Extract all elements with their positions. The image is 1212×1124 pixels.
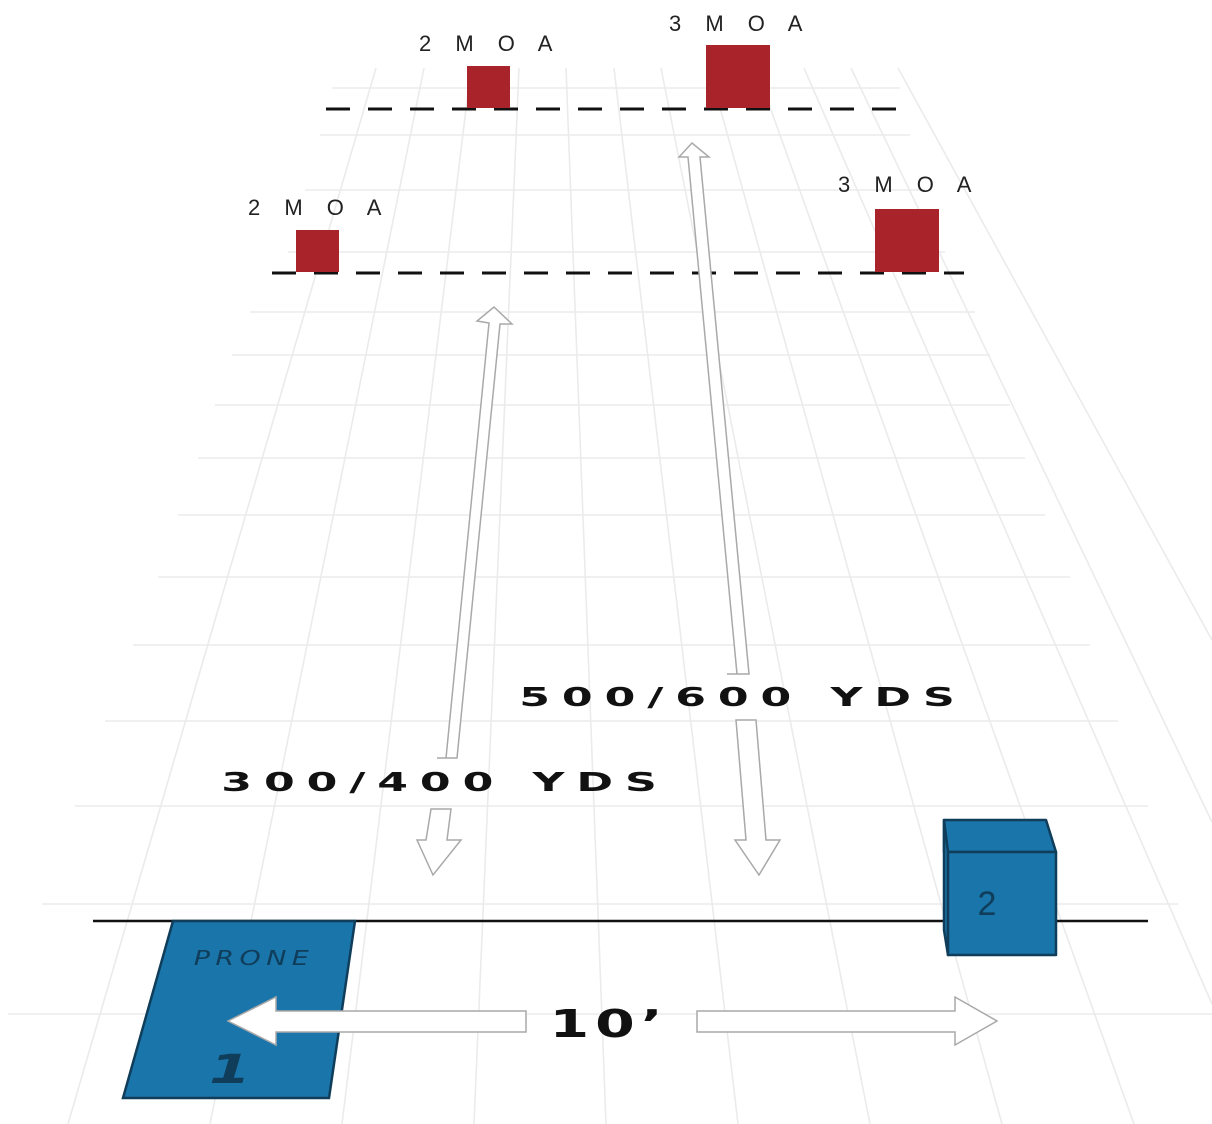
- target-far-2moa: [467, 66, 510, 108]
- target-far-3moa: [706, 45, 770, 108]
- arrow-down-far: [733, 719, 782, 877]
- far-distance-label: 500/600 YDS: [519, 682, 966, 713]
- arrow-down-near: [415, 808, 463, 877]
- position-2-box: 2: [942, 818, 1058, 957]
- target-near-right-label: 3 M O A: [838, 172, 980, 197]
- near-distance-label: 300/400 YDS: [221, 767, 668, 798]
- position-2-number: 2: [978, 885, 997, 923]
- prone-label: PRONE: [194, 946, 315, 970]
- arrow-right: [696, 995, 999, 1047]
- position-1-prone-mat: PRONE 1: [121, 919, 357, 1100]
- target-near-2moa: [296, 230, 339, 272]
- position-1-number: 1: [209, 1047, 251, 1093]
- arrow-left: [226, 995, 527, 1047]
- distance-arrows: [415, 141, 782, 877]
- arrow-up-far: [677, 141, 750, 675]
- separation-arrows: [226, 995, 999, 1047]
- target-far-right-label: 3 M O A: [669, 11, 811, 36]
- target-near-left-label: 2 M O A: [248, 195, 390, 220]
- target-near-3moa: [875, 209, 939, 272]
- floor-grid: [8, 67, 1212, 1124]
- arrow-up-near: [437, 306, 514, 759]
- separation-label: 10’: [550, 1002, 669, 1046]
- target-far-left-label: 2 M O A: [419, 31, 561, 56]
